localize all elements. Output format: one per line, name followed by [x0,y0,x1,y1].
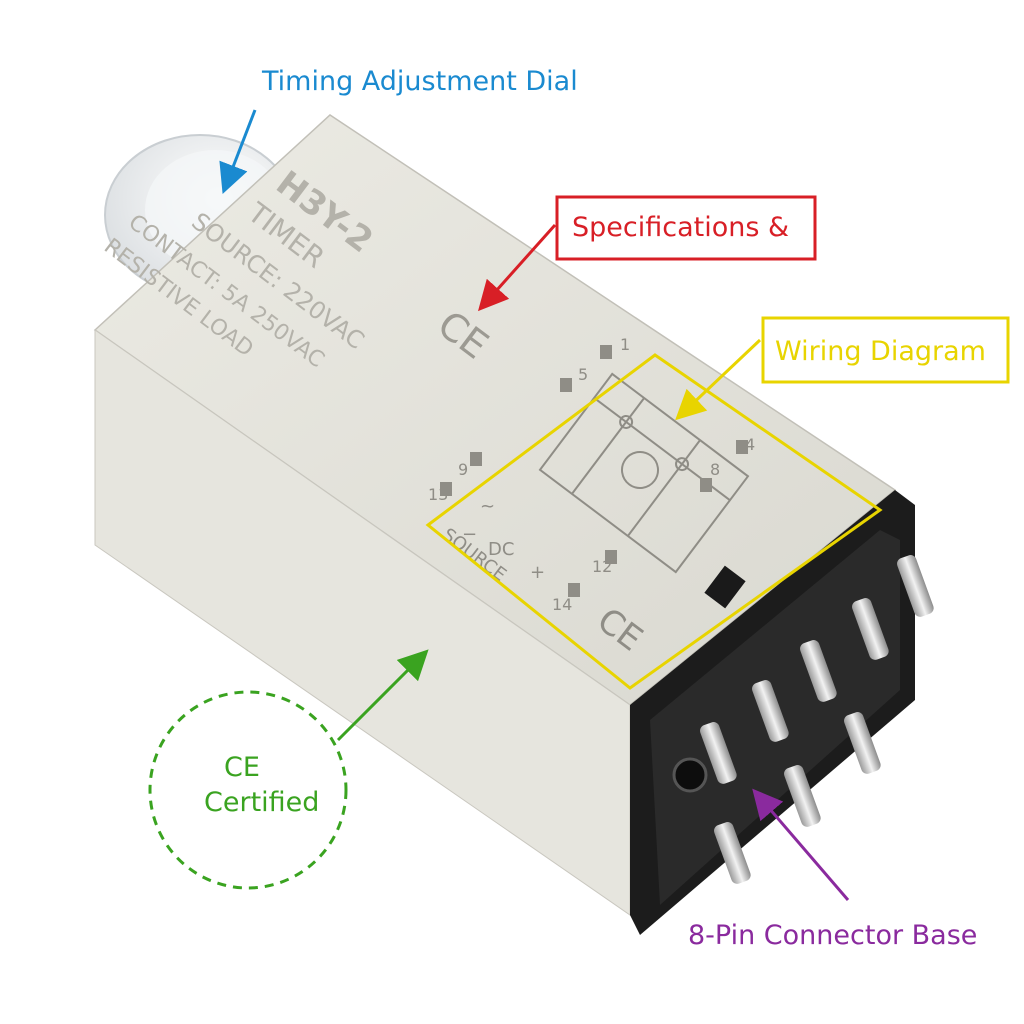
base-slot [704,565,746,609]
ac-tilde: ~ [480,496,495,517]
wiring-callout-label: Wiring Diagram [775,336,986,367]
wiring-callout-box [761,316,1010,384]
terminal-4: 4 [745,435,755,454]
terminal-14: 14 [552,595,572,614]
dc-label: DC [488,539,514,560]
dial-callout-label: Timing Adjustment Dial [262,66,578,97]
base-arrow [752,788,850,901]
ce-callout-circle [148,690,348,890]
wiring-highlight-outline [425,353,883,690]
dc-minus: − [462,524,477,545]
ce-callout-label-line2: Certified [204,787,320,818]
dc-plus: + [530,562,545,583]
terminal-1: 1 [620,335,630,354]
connector-pins [700,555,934,884]
terminal-9: 9 [458,460,468,479]
wiring-arrow [675,338,762,421]
base-screw-hole [672,757,708,793]
dial-arrow [219,109,257,194]
specs-callout-label: Specifications & [572,212,790,243]
base-callout-label: 8-Pin Connector Base [688,920,978,951]
terminal-8: 8 [710,460,720,479]
ce-callout-label-line1: CE [224,752,260,783]
specs-callout-box [555,195,817,261]
terminal-5: 5 [578,365,588,384]
specs-arrow [478,224,557,312]
ce-arrow [336,649,429,742]
